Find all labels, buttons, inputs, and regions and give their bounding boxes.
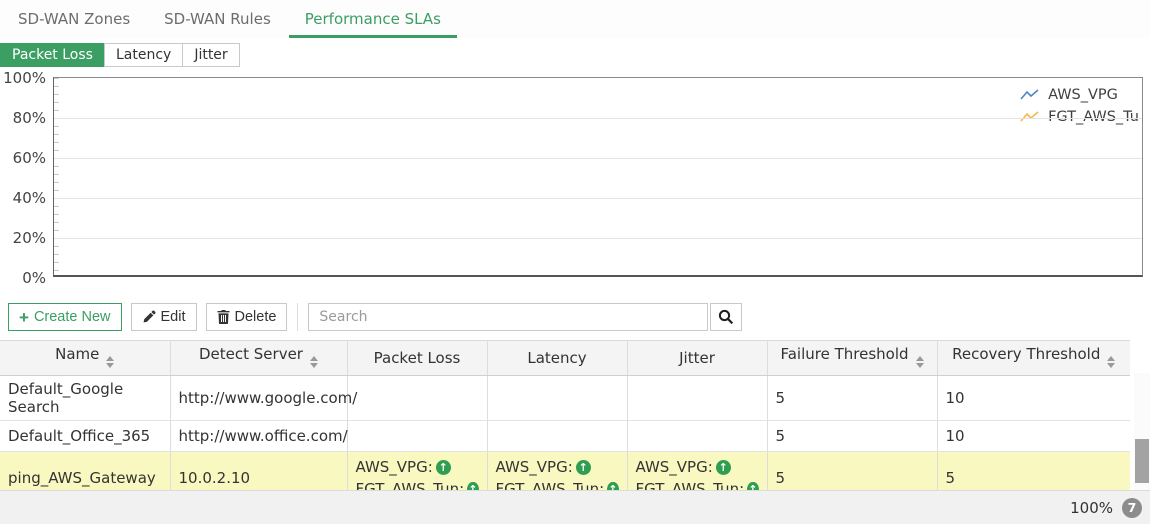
latency-cell xyxy=(487,375,628,421)
metric-tab-jitter[interactable]: Jitter xyxy=(182,43,240,67)
gridline xyxy=(54,158,1142,159)
up-circle-icon: ↑ xyxy=(715,459,731,475)
column-header-label: Packet Loss xyxy=(373,349,461,367)
column-header-latency: Latency xyxy=(487,340,628,376)
tab-performance-slas[interactable]: Performance SLAs xyxy=(288,0,457,38)
sort-icon xyxy=(915,352,924,372)
plus-icon: + xyxy=(19,307,29,327)
jitter-cell xyxy=(627,375,768,421)
create-new-button[interactable]: + Create New xyxy=(8,303,122,331)
search-button[interactable] xyxy=(710,303,743,331)
column-header-detect-server[interactable]: Detect Server xyxy=(170,340,348,376)
tab-sd-wan-zones[interactable]: SD-WAN Zones xyxy=(18,10,131,28)
packet-loss-chart: 100% 80% 60% 40% 20% 0% AWS_VPG FGT_AWS_Tu xyxy=(0,69,1150,287)
zoom-level: 100% xyxy=(1070,498,1113,517)
up-circle-icon: ↑ xyxy=(607,481,619,497)
up-circle-icon: ↑ xyxy=(747,481,759,497)
legend-item-fgt-aws-tu[interactable]: FGT_AWS_Tu xyxy=(1020,106,1139,128)
plot-area: AWS_VPG FGT_AWS_Tu xyxy=(53,77,1143,277)
pencil-icon xyxy=(142,310,156,324)
delete-button[interactable]: Delete xyxy=(205,303,288,331)
failure-threshold-cell: 5 xyxy=(767,375,938,421)
y-axis-minor-ticks xyxy=(54,78,59,275)
y-axis-tick-label: 0% xyxy=(22,269,46,287)
tab-sd-wan-rules[interactable]: SD-WAN Rules xyxy=(164,10,271,28)
status-bar: 100% 7 xyxy=(0,490,1150,524)
y-axis-tick-label: 60% xyxy=(12,149,46,167)
column-header-label: Failure Threshold xyxy=(780,344,909,363)
sla-table: Name Detect Server Packet Loss Latency Jitte… xyxy=(0,340,1150,505)
metric-tab-latency[interactable]: Latency xyxy=(103,43,184,67)
table-header-row: Name Detect Server Packet Loss Latency Jitte… xyxy=(0,340,1130,376)
detect-server-cell: http://www.google.com/ xyxy=(170,375,357,421)
edit-button[interactable]: Edit xyxy=(130,303,197,331)
search-box xyxy=(308,303,743,331)
y-axis-tick-label: 20% xyxy=(12,229,46,247)
column-header-label: Recovery Threshold xyxy=(952,344,1101,363)
gridline xyxy=(54,118,1142,119)
column-header-label: Detect Server xyxy=(199,344,303,363)
create-new-label: Create New xyxy=(33,309,111,325)
column-header-jitter: Jitter xyxy=(627,340,768,376)
recovery-threshold-cell: 10 xyxy=(937,375,1130,421)
column-header-failure-threshold[interactable]: Failure Threshold xyxy=(767,340,938,376)
column-header-label: Name xyxy=(55,344,100,363)
recovery-threshold-cell: 10 xyxy=(937,420,1130,452)
gridline xyxy=(54,198,1142,199)
legend-label: FGT_AWS_Tu xyxy=(1048,109,1139,125)
table-scrollbar[interactable] xyxy=(1134,373,1150,490)
latency-cell xyxy=(487,420,628,452)
notification-badge[interactable]: 7 xyxy=(1122,497,1142,518)
sla-target: AWS_VPG:↑ xyxy=(636,456,759,478)
y-axis-tick-label: 80% xyxy=(12,109,46,127)
column-header-label: Latency xyxy=(527,349,587,367)
up-circle-icon: ↑ xyxy=(467,481,479,497)
sort-icon xyxy=(106,352,115,372)
name-cell: Default_Google Search xyxy=(0,375,171,421)
line-series-icon xyxy=(1020,110,1040,124)
gridline xyxy=(54,238,1142,239)
sort-icon xyxy=(309,352,318,372)
scrollbar-thumb[interactable] xyxy=(1135,439,1149,483)
up-circle-icon: ↑ xyxy=(575,459,591,475)
column-header-name[interactable]: Name xyxy=(0,340,171,376)
edit-label: Edit xyxy=(160,309,186,325)
sort-icon xyxy=(1107,352,1116,372)
metric-tab-packet-loss[interactable]: Packet Loss xyxy=(0,43,105,67)
y-axis-tick-label: 40% xyxy=(12,189,46,207)
sla-target: AWS_VPG:↑ xyxy=(496,456,619,478)
delete-label: Delete xyxy=(234,309,277,325)
legend-item-aws-vpg[interactable]: AWS_VPG xyxy=(1020,84,1139,106)
y-axis-tick-label: 100% xyxy=(3,69,46,87)
sla-target-label: AWS_VPG: xyxy=(355,458,433,476)
nav-tabs: SD-WAN Zones SD-WAN Rules Performance SLAs xyxy=(0,0,1150,38)
detect-server-cell: http://www.office.com/ xyxy=(170,420,348,452)
failure-threshold-cell: 5 xyxy=(767,420,938,452)
legend-label: AWS_VPG xyxy=(1048,87,1118,103)
toolbar: + Create New Edit Delete xyxy=(8,303,1150,331)
column-header-packet-loss: Packet Loss xyxy=(347,340,488,376)
search-icon xyxy=(718,309,734,325)
jitter-cell xyxy=(627,420,768,452)
chart-legend: AWS_VPG FGT_AWS_Tu xyxy=(1020,84,1139,128)
sla-target-label: AWS_VPG: xyxy=(635,458,713,476)
toolbar-separator xyxy=(297,303,299,331)
search-input[interactable] xyxy=(308,303,709,331)
sla-target: AWS_VPG:↑ xyxy=(356,456,479,478)
packet-loss-cell xyxy=(347,420,488,452)
sla-target-label: AWS_VPG: xyxy=(495,458,573,476)
name-cell: Default_Office_365 xyxy=(0,420,171,452)
column-header-recovery-threshold[interactable]: Recovery Threshold xyxy=(937,340,1130,376)
trash-icon xyxy=(217,310,230,324)
up-circle-icon: ↑ xyxy=(435,459,451,475)
line-series-icon xyxy=(1020,88,1040,102)
column-header-label: Jitter xyxy=(679,349,715,367)
packet-loss-cell xyxy=(347,375,488,421)
